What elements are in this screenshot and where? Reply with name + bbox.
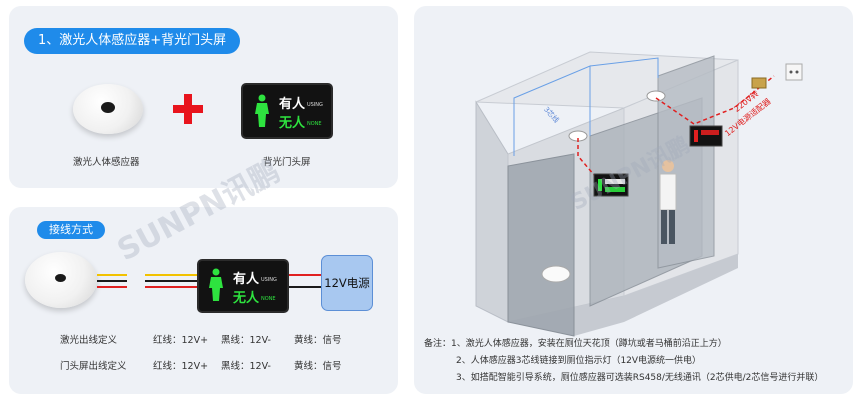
occupied-text: 有人	[233, 272, 260, 287]
black-wire-def: 黑线：12V-	[221, 335, 271, 346]
person-figure	[659, 160, 677, 244]
vacant-en-text: NONE	[261, 296, 276, 302]
stall-outline	[589, 57, 659, 78]
product-panel: 1、激光人体感应器+背光门头屏 激光人体感应器 有人 USING 无人 NONE…	[9, 6, 398, 188]
vacant-text: 无人	[233, 291, 260, 306]
door-screen-image: 有人 USING 无人 NONE	[197, 259, 289, 313]
occupied-text: 有人	[279, 97, 306, 112]
red-wire-def: 红线：12V+	[153, 335, 209, 346]
note-line: 3、如搭配智能引导系统，厕位感应器可选装RS458/无线通讯（2芯供电/2芯信号…	[456, 373, 824, 383]
section-title: 1、激光人体感应器+背光门头屏	[24, 28, 241, 54]
wall-socket	[785, 63, 803, 81]
squat-toilet	[541, 265, 571, 283]
black-wire-def: 黑线：12V-	[221, 361, 271, 372]
door-screen-image: 有人 USING 无人 NONE	[241, 83, 333, 139]
installation-panel: 3芯线 220V转 12V电源适配器 SUNPN讯鹏 备注：1、激光人体感应器，…	[414, 6, 853, 394]
left-wall	[475, 100, 509, 323]
yellow-wire-def: 黄线：信号	[294, 335, 342, 346]
power-label: 12V电源	[324, 276, 370, 290]
screen-label: 背光门头屏	[263, 157, 311, 168]
occupied-en-text: USING	[261, 277, 277, 283]
stall-door-left	[507, 153, 575, 337]
laser-sensor-image	[73, 84, 143, 134]
ceiling-sensor	[646, 90, 666, 102]
laser-sensor-image	[25, 252, 97, 308]
vacant-text: 无人	[279, 116, 306, 131]
row-name: 激光出线定义	[60, 335, 118, 346]
wiring-panel: 接线方式 有人 USING 无人 NONE 12V电源 激光出线定义 红线：12…	[9, 207, 398, 394]
occupied-en-text: USING	[307, 102, 323, 108]
wire-diagram	[97, 274, 321, 288]
stall-outline	[513, 65, 591, 156]
note-line: 2、人体感应器3芯线链接到厕位指示灯（12V电源统一供电）	[456, 356, 702, 366]
signal-wire-route	[577, 138, 601, 183]
power-adapter	[751, 77, 767, 89]
person-icon	[255, 94, 269, 127]
wiring-title: 接线方式	[37, 221, 105, 239]
person-icon	[209, 268, 223, 301]
row-name: 门头屏出线定义	[60, 361, 127, 372]
note-line: 备注：1、激光人体感应器，安装在厕位天花顶（蹲坑或者马桶前沿正上方）	[424, 339, 727, 349]
red-wire-def: 红线：12V+	[153, 361, 209, 372]
yellow-wire-def: 黄线：信号	[294, 361, 342, 372]
power-wire-route	[655, 75, 775, 125]
power-supply-box: 12V电源	[321, 255, 373, 311]
sensor-label: 激光人体感应器	[73, 157, 140, 168]
vacant-en-text: NONE	[307, 121, 322, 127]
plus-icon	[173, 94, 203, 124]
installation-illustration	[475, 51, 803, 337]
